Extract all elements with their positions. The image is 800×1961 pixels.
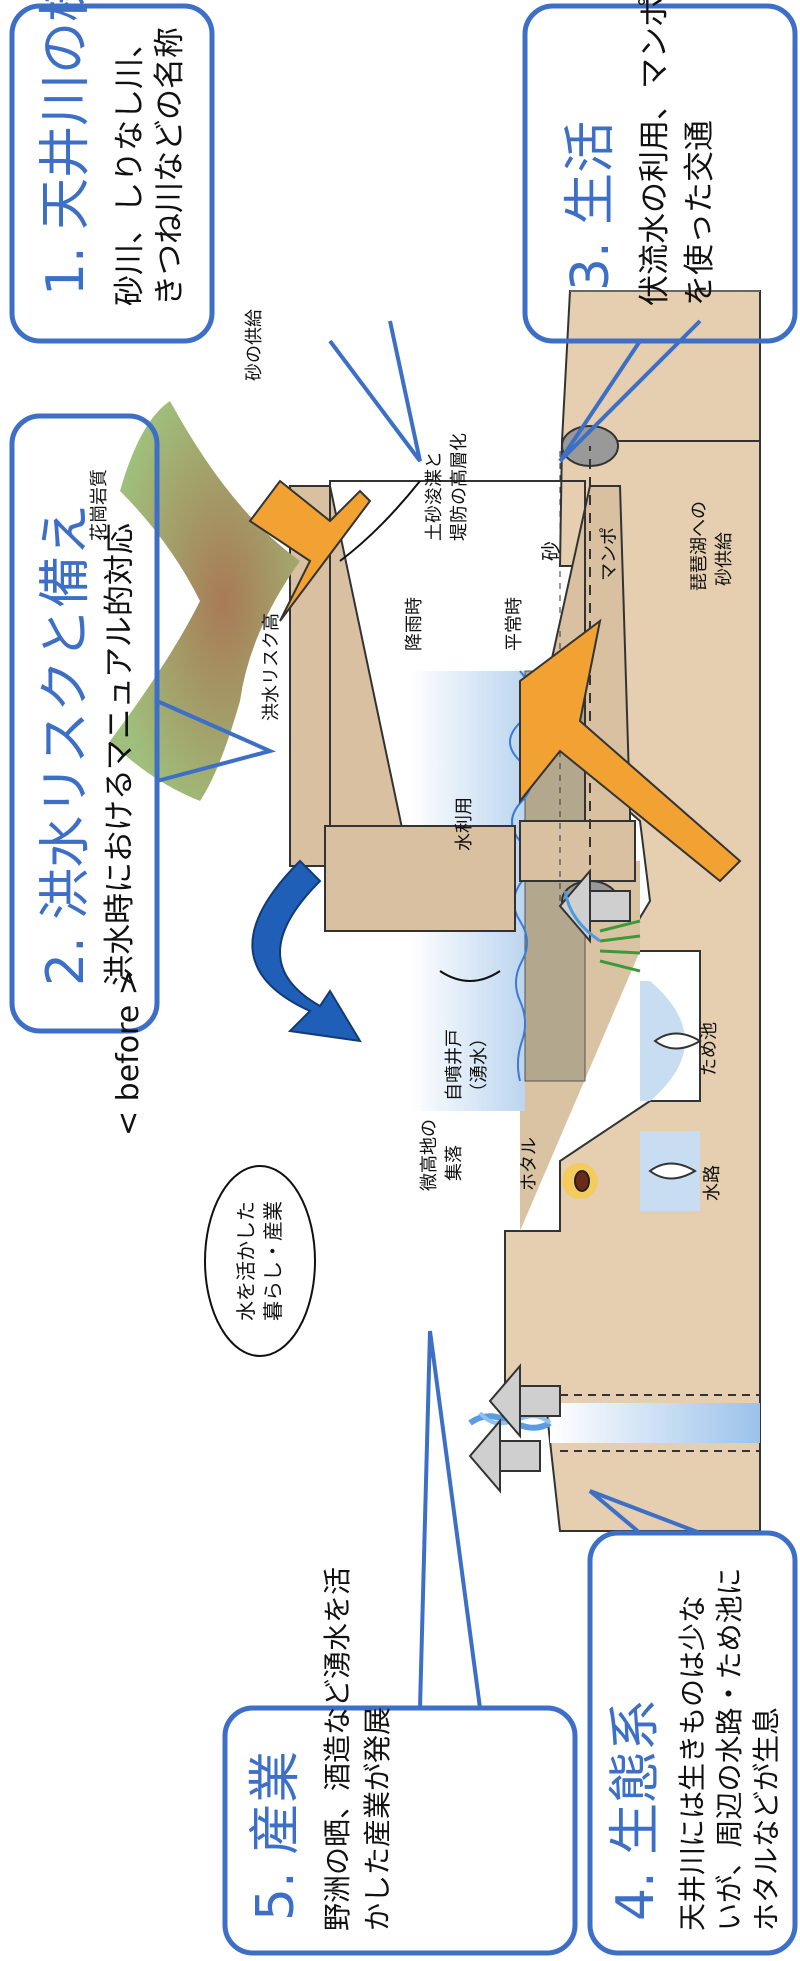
callout-4-line-1: 天井川には生きものは少な [676, 1594, 709, 1931]
callout-2-title: 2. 洪水リスクと備え [36, 503, 96, 986]
label-biwako-2: 砂供給 [714, 532, 735, 586]
callout-box-2 [9, 413, 160, 1034]
label-dredge-1: 土砂浚渫と [424, 451, 445, 541]
callout-5-line-1: 野洲の晒、酒造など湧水を活 [321, 1566, 354, 1931]
label-channel: 水路 [702, 1165, 723, 1201]
page-heading: < before > [111, 970, 146, 1136]
village-plateau [560, 290, 761, 442]
label-village-2: 集落 [444, 1145, 465, 1181]
spring-well [550, 1403, 760, 1443]
levee-lower-block [519, 820, 636, 882]
label-biwako-1: 琵琶湖への [689, 501, 710, 591]
callout-1-title: 1. 天井川の様子 [36, 0, 96, 296]
fish-icon-channel [648, 1162, 697, 1180]
label-dredge-2: 堤防の高層化 [449, 433, 470, 541]
oval-line-2: 暮らし・産業 [261, 1201, 285, 1321]
label-village-1: 微高地の [419, 1119, 440, 1191]
oval-line-1: 水を活かした [234, 1201, 258, 1321]
callout-4-line-2: いが、周辺の水路・ため池に [713, 1567, 746, 1931]
house-icon-2 [488, 1363, 561, 1439]
label-spring-1: 自噴井戸 [444, 1029, 465, 1101]
grass-icon [599, 919, 641, 973]
callout-2-line-1: 洪水時におけるマニュアル的対応 [102, 523, 138, 986]
levee-top-block [324, 825, 516, 932]
callout-5-line-2: かした産業が発展 [361, 1706, 394, 1931]
label-sand: 砂 [539, 541, 563, 561]
callout-3-line-2: を使った交通 [682, 120, 718, 306]
callout-box-3 [522, 3, 798, 344]
house-icon-3 [558, 868, 631, 944]
label-firefly: ホタル [519, 1137, 540, 1191]
label-sand-supply: 砂の供給 [244, 309, 265, 381]
callout-3-title: 3. 生活 [561, 120, 621, 291]
callout-box-4 [587, 1530, 798, 1956]
callout-3-line-1: 伏流水の利用、マンポ [637, 0, 673, 306]
label-granite: 花崗岩質 [89, 469, 110, 541]
lifestyle-oval [204, 1165, 316, 1357]
label-flood-risk: 洪水リスク高 [261, 613, 282, 721]
label-rain: 降雨時 [404, 597, 425, 651]
label-water-use: 水利用 [454, 797, 475, 851]
label-manpo: マンポ [599, 527, 620, 581]
label-spring-2: （湧水） [469, 1029, 490, 1101]
biwako-supply-arrow [519, 618, 742, 883]
callout-1-line-1: 砂川、しりなし川、 [112, 27, 148, 306]
callout-5-title: 5. 産業 [246, 1750, 306, 1921]
firefly-icon [562, 1163, 598, 1199]
label-pond: ため池 [699, 1022, 720, 1076]
callout-4-line-3: ホタルなどが生息 [750, 1706, 783, 1931]
label-normal: 平常時 [504, 597, 525, 651]
fish-icon-pond [653, 1032, 702, 1050]
house-icon-1 [468, 1418, 541, 1494]
callout-box-1 [9, 3, 215, 344]
callout-box-5 [222, 1705, 578, 1956]
flood-arrow [251, 859, 362, 1043]
sand-supply-arrow [248, 479, 372, 622]
callout-1-line-2: きつね川などの名称 [152, 27, 188, 306]
callout-4-title: 4. 生態系 [606, 1698, 666, 1921]
